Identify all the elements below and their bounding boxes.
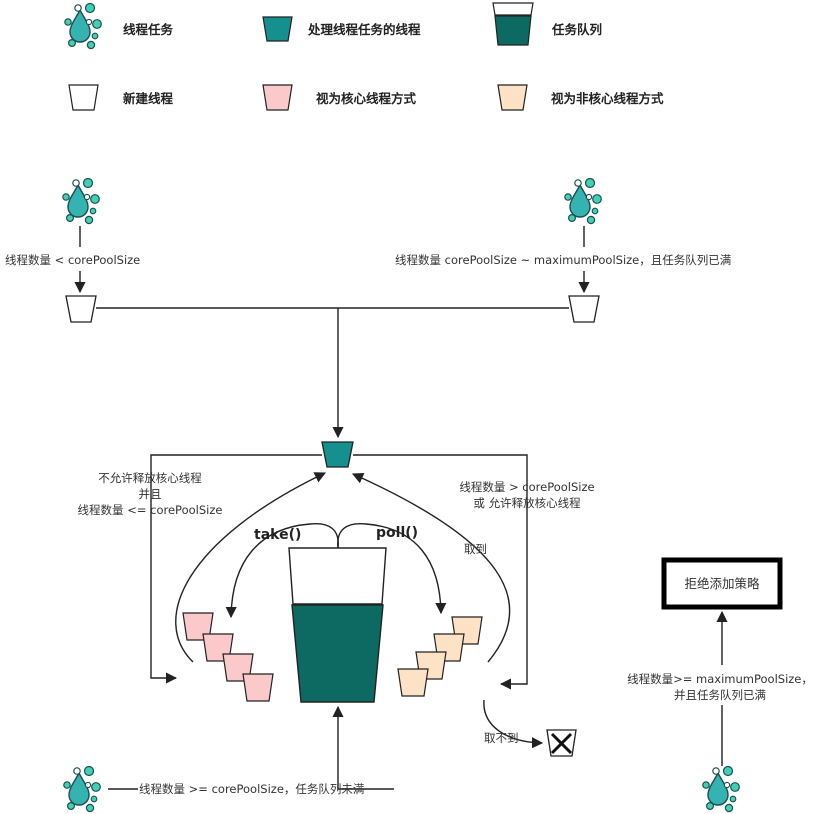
bottom-condition-label: 线程数量 >= corePoolSize，任务队列未满 [139,782,364,796]
processing-thread-bucket [321,441,354,468]
non-core-thread-stack [397,616,483,697]
core-thread-stack [182,612,274,702]
processing-thread-bucket-icon [262,16,293,42]
task-drop-icon-right [564,177,602,225]
legend-task: 线程任务 [123,22,174,37]
svg-text:或 允许释放核心线程: 或 允许释放核心线程 [473,496,581,510]
right-condition-label: 线程数量 corePoolSize ~ maximumPoolSize，且任务队… [395,253,731,267]
left-return-label: 不允许释放核心线程 并且 线程数量 <= corePoolSize [78,471,223,517]
legend-processing-thread: 处理线程任务的线程 [307,22,421,37]
not-got-label: 取不到 [484,731,519,745]
left-condition-label: 线程数量 < corePoolSize [5,253,140,267]
task-queue-icon [492,2,534,46]
task-drop-icon-bottom [63,765,102,813]
new-thread-bucket-icon [68,84,99,111]
task-drop-icon-left [62,177,101,225]
noncore-to-processing-curve [351,473,511,663]
legend-non-core-thread: 视为非核心线程方式 [551,91,664,106]
new-thread-bucket-left [65,295,97,323]
task-drop-icon-reject [702,765,740,813]
reject-policy-label: 拒绝添加策略 [684,576,760,591]
legend-new-thread: 新建线程 [123,91,174,106]
svg-text:线程数量>= maximumPoolSize，: 线程数量>= maximumPoolSize， [627,672,813,686]
core-to-processing-curve [175,472,327,663]
poll-label: poll() [376,525,418,541]
bottom-to-queue-arrow [332,705,394,790]
core-thread-bucket-icon [262,84,293,111]
right-return-label: 线程数量 > corePoolSize 或 允许释放核心线程 [459,480,594,510]
new-thread-bucket-right [568,295,600,323]
not-got-arrow [483,699,544,749]
svg-text:并且: 并且 [139,487,162,501]
svg-text:并且任务队列已满: 并且任务队列已满 [674,688,766,702]
legend-core-thread: 视为核心线程方式 [316,91,417,106]
task-queue-large [288,547,387,703]
poll-arrow [337,523,447,615]
reject-condition-label: 线程数量>= maximumPoolSize， 并且任务队列已满 [627,672,813,702]
svg-text:不允许释放核心线程: 不允许释放核心线程 [98,471,202,485]
svg-text:线程数量 <= corePoolSize: 线程数量 <= corePoolSize [78,503,223,517]
reject-policy-box [661,557,783,610]
task-drop-icon [64,2,103,50]
take-label: take() [254,527,301,543]
take-arrow [225,523,339,619]
svg-text:线程数量 > corePoolSize: 线程数量 > corePoolSize [459,480,594,494]
got-label: 取到 [464,542,487,556]
left-return-loop [150,454,322,684]
right-return-loop [353,454,528,690]
legend-task-queue: 任务队列 [551,22,602,37]
discard-bucket-icon [546,729,577,757]
non-core-thread-bucket-icon [497,84,528,111]
